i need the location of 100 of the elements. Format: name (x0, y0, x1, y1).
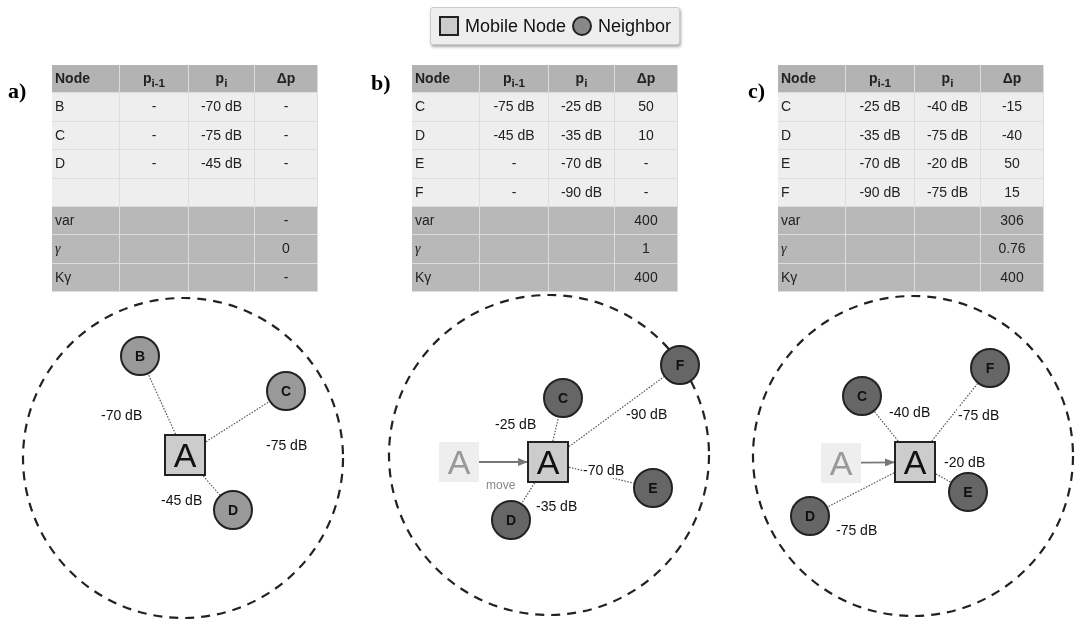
neighbor-circle: C (842, 376, 882, 416)
connector-line (552, 416, 559, 442)
table-cell: -35 dB (549, 121, 615, 151)
table-cell: 400 (981, 263, 1044, 293)
column-header: Δp (615, 65, 678, 94)
table-cell: - (615, 178, 678, 207)
table-cell: - (255, 93, 318, 122)
table-cell: - (255, 150, 318, 179)
row-header: E (412, 150, 480, 179)
row-header: var (412, 207, 480, 236)
row-header: F (778, 178, 846, 207)
row-header: B (52, 93, 120, 122)
connector-line (521, 482, 536, 504)
row-header: E (778, 150, 846, 179)
table-cell: - (120, 150, 189, 179)
neighbor-circle: C (266, 371, 306, 411)
column-header: Node (412, 65, 480, 94)
table-cell: 400 (615, 207, 678, 236)
row-header: D (778, 121, 846, 151)
table-cell: - (615, 150, 678, 179)
edge-label: -75 dB (265, 437, 309, 453)
row-header: γ (52, 235, 120, 264)
connector-line (147, 373, 177, 435)
table-cell: -45 dB (189, 150, 255, 179)
neighbor-circle: D (790, 496, 830, 536)
table-cell: 15 (981, 178, 1044, 207)
previous-position-box: A (439, 442, 479, 482)
table-cell: 1 (615, 235, 678, 264)
arrow (860, 458, 895, 467)
table-cell: -25 dB (549, 93, 615, 122)
edge-label: -70 dB (582, 462, 626, 478)
table-cell: -75 dB (915, 121, 981, 151)
mobile-node-box: A (527, 441, 569, 483)
table-cell: - (120, 121, 189, 151)
table-cell: - (120, 93, 189, 122)
neighbor-circle: F (970, 348, 1010, 388)
table-cell: 0 (255, 235, 318, 264)
table-cell: 10 (615, 121, 678, 151)
column-header: Node (778, 65, 846, 94)
table-cell: - (255, 121, 318, 151)
edge-label: -70 dB (100, 407, 144, 423)
row-header: D (52, 150, 120, 179)
table-cell: -90 dB (549, 178, 615, 207)
column-header: p$_{i}$ (189, 65, 255, 94)
neighbor-circle: B (120, 336, 160, 376)
column-header: p$_{i-1}$ (480, 65, 549, 94)
table-cell: -15 (981, 93, 1044, 122)
row-header: D (412, 121, 480, 151)
table-cell: -20 dB (915, 150, 981, 179)
row-header: var (778, 207, 846, 236)
table-cell: -75 dB (189, 121, 255, 151)
row-header: Kγ (412, 263, 480, 293)
edge-label: -40 dB (888, 404, 932, 420)
connector-line (827, 472, 895, 508)
neighbor-circle: D (491, 500, 531, 540)
table-cell: - (480, 150, 549, 179)
table-cell: -70 dB (549, 150, 615, 179)
panel-label: a) (8, 78, 27, 104)
connector-line (202, 475, 221, 496)
connector-line (205, 401, 270, 443)
table-cell: 50 (981, 150, 1044, 179)
table-cell: -40 dB (915, 93, 981, 122)
connector-line (568, 376, 665, 448)
neighbor-circle: E (948, 472, 988, 512)
row-header: var (52, 207, 120, 236)
table-cell: - (255, 263, 318, 293)
table-cell: -40 (981, 121, 1044, 151)
edge-label: -75 dB (835, 522, 879, 538)
panel-label: b) (371, 70, 391, 96)
edge-label: -35 dB (535, 498, 579, 514)
row-header: C (778, 93, 846, 122)
edge-label: -75 dB (957, 407, 1001, 423)
previous-position-box: A (821, 443, 861, 483)
column-header: p$_{i-1}$ (846, 65, 915, 94)
table-cell: -90 dB (846, 178, 915, 207)
edge-label: -90 dB (625, 406, 669, 422)
mobile-node-box: A (164, 434, 206, 476)
table-cell: 0.76 (981, 235, 1044, 264)
mobile-node-box: A (894, 441, 936, 483)
neighbor-circle: F (660, 345, 700, 385)
row-header: C (52, 121, 120, 151)
table-cell: -45 dB (480, 121, 549, 151)
edge-label: -45 dB (160, 492, 204, 508)
column-header: Δp (255, 65, 318, 94)
connector-line (935, 473, 952, 483)
legend-label: Mobile Node (465, 15, 567, 37)
table-cell: -25 dB (846, 93, 915, 122)
table-cell: -75 dB (480, 93, 549, 122)
table-cell: 306 (981, 207, 1044, 236)
column-header: Node (52, 65, 120, 94)
table-cell: - (480, 178, 549, 207)
table-cell: 400 (615, 263, 678, 293)
table-cell: -35 dB (846, 121, 915, 151)
table-cell: -75 dB (915, 178, 981, 207)
row-header: Kγ (52, 263, 120, 293)
row-header: Kγ (778, 263, 846, 293)
row-header: C (412, 93, 480, 122)
arrow (478, 458, 528, 466)
panel-label: c) (748, 78, 766, 104)
neighbor-circle: C (543, 378, 583, 418)
